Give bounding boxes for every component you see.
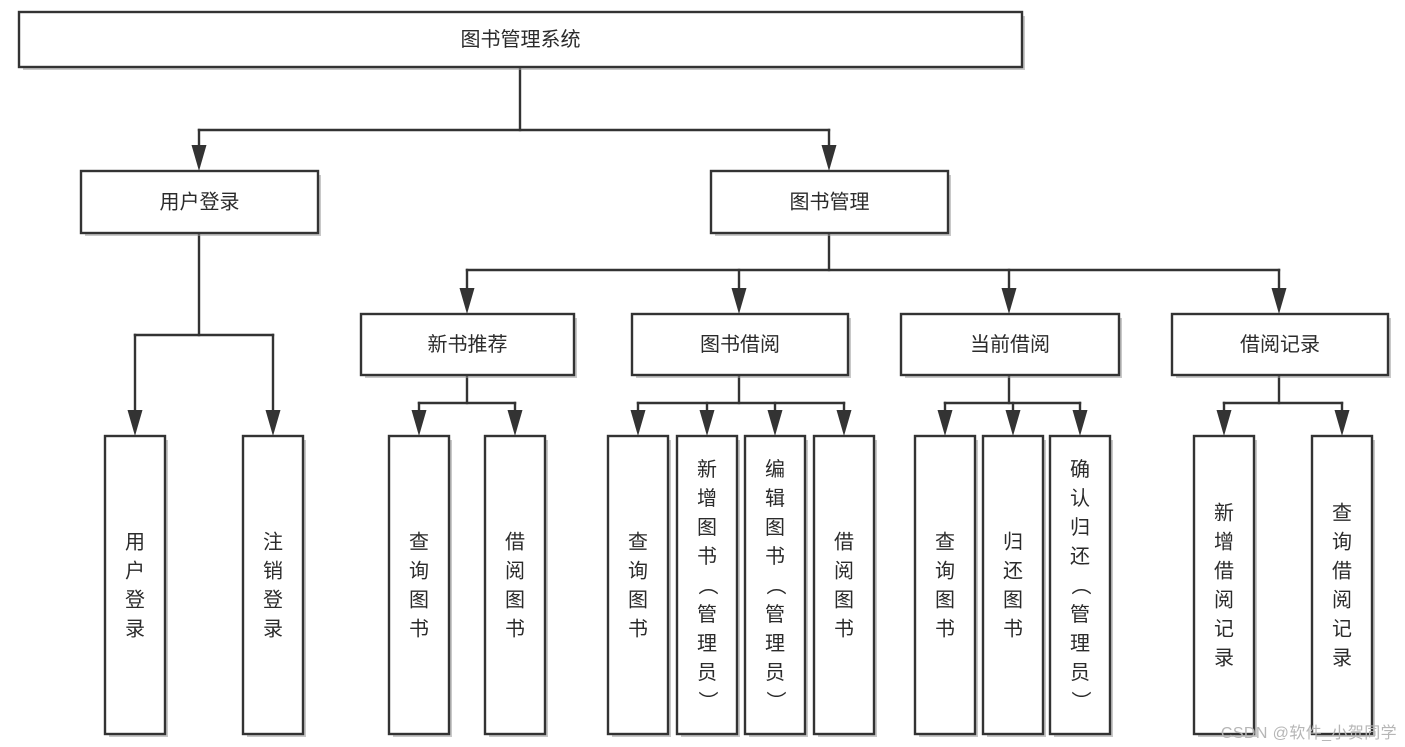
node-box[interactable]: [79, 169, 320, 235]
node-box[interactable]: [606, 434, 670, 736]
node-box[interactable]: [709, 169, 950, 235]
arrow-head-icon: [1271, 288, 1287, 314]
connector-recommend-split: [411, 373, 523, 436]
arrow-head-icon: [630, 410, 646, 436]
node-leaf-return-book[interactable]: 归还图书: [981, 434, 1046, 737]
node-box[interactable]: [359, 312, 576, 377]
nodes-layer: 图书管理系统用户登录图书管理新书推荐图书借阅当前借阅借阅记录用户登录注销登录查询…: [17, 10, 1391, 737]
node-label: 查询图书: [409, 531, 429, 641]
node-new-book-recommend[interactable]: 新书推荐: [359, 312, 577, 378]
connector-current-split: [937, 373, 1088, 436]
node-label: 查询图书: [628, 531, 648, 641]
node-label: 查询借阅记录: [1332, 502, 1352, 670]
node-book-management[interactable]: 图书管理: [709, 169, 951, 236]
node-user-login[interactable]: 用户登录: [79, 169, 321, 236]
node-label: 确认归还（管理员）: [1070, 458, 1091, 713]
connector-userlogin-split: [127, 231, 281, 436]
node-box[interactable]: [1170, 312, 1390, 377]
node-box[interactable]: [913, 434, 977, 736]
arrow-head-icon: [937, 410, 953, 436]
connector-bookmgmt-split: [459, 231, 1287, 314]
node-label: 借阅记录: [1240, 333, 1320, 356]
arrow-head-icon: [1216, 410, 1232, 436]
node-leaf-query-book-recommend[interactable]: 查询图书: [387, 434, 452, 737]
node-box[interactable]: [387, 434, 451, 736]
node-leaf-query-borrow-record[interactable]: 查询借阅记录: [1310, 434, 1375, 737]
node-label: 图书管理系统: [461, 28, 581, 51]
arrow-head-icon: [767, 410, 783, 436]
node-box[interactable]: [1048, 434, 1112, 736]
arrow-head-icon: [127, 410, 143, 436]
node-box[interactable]: [812, 434, 876, 736]
node-leaf-query-book-current[interactable]: 查询图书: [913, 434, 978, 737]
node-label: 用户登录: [160, 190, 240, 213]
node-label: 新增借阅记录: [1214, 502, 1234, 670]
node-label: 新书推荐: [428, 333, 508, 356]
node-leaf-add-book-admin[interactable]: 新增图书（管理员）: [675, 434, 740, 737]
arrow-head-icon: [1334, 410, 1350, 436]
node-book-borrow[interactable]: 图书借阅: [630, 312, 851, 378]
arrow-head-icon: [699, 410, 715, 436]
node-label: 归还图书: [1003, 531, 1023, 641]
arrow-head-icon: [1005, 410, 1021, 436]
node-box[interactable]: [630, 312, 850, 377]
node-box[interactable]: [675, 434, 739, 736]
node-leaf-user-logout[interactable]: 注销登录: [241, 434, 306, 737]
arrow-head-icon: [507, 410, 523, 436]
connector-root-split: [191, 65, 837, 171]
node-current-borrow[interactable]: 当前借阅: [899, 312, 1122, 378]
arrow-head-icon: [731, 288, 747, 314]
node-leaf-confirm-return-admin[interactable]: 确认归还（管理员）: [1048, 434, 1113, 737]
arrow-head-icon: [265, 410, 281, 436]
node-box[interactable]: [981, 434, 1045, 736]
arrow-head-icon: [836, 410, 852, 436]
node-box[interactable]: [743, 434, 807, 736]
node-label: 编辑图书（管理员）: [765, 458, 786, 713]
node-leaf-query-book-borrow[interactable]: 查询图书: [606, 434, 671, 737]
node-box[interactable]: [241, 434, 305, 736]
node-label: 用户登录: [125, 532, 145, 641]
node-root[interactable]: 图书管理系统: [17, 10, 1025, 70]
connector-record-split: [1216, 373, 1350, 436]
node-leaf-edit-book-admin[interactable]: 编辑图书（管理员）: [743, 434, 808, 737]
node-box[interactable]: [1192, 434, 1256, 736]
node-leaf-user-login[interactable]: 用户登录: [103, 434, 168, 737]
connector-borrow-split: [630, 373, 852, 436]
node-leaf-add-borrow-record[interactable]: 新增借阅记录: [1192, 434, 1257, 737]
node-borrow-record[interactable]: 借阅记录: [1170, 312, 1391, 378]
arrow-head-icon: [411, 410, 427, 436]
connectors-layer: [127, 65, 1350, 436]
node-box[interactable]: [899, 312, 1121, 377]
node-leaf-borrow-book[interactable]: 借阅图书: [812, 434, 877, 737]
node-label: 查询图书: [935, 531, 955, 641]
node-label: 图书借阅: [700, 333, 780, 356]
node-box[interactable]: [17, 10, 1024, 69]
arrow-head-icon: [821, 145, 837, 171]
node-label: 注销登录: [263, 531, 283, 641]
arrow-head-icon: [1001, 288, 1017, 314]
arrow-head-icon: [459, 288, 475, 314]
node-label: 借阅图书: [834, 531, 854, 641]
arrow-head-icon: [1072, 410, 1088, 436]
node-box[interactable]: [103, 434, 167, 736]
node-label: 借阅图书: [505, 531, 525, 641]
node-label: 当前借阅: [970, 333, 1050, 356]
watermark-label: CSDN @软件_小贺同学: [1220, 725, 1397, 742]
node-box[interactable]: [1310, 434, 1374, 736]
node-leaf-borrow-book-recommend[interactable]: 借阅图书: [483, 434, 548, 737]
node-box[interactable]: [483, 434, 547, 736]
node-label: 新增图书（管理员）: [697, 458, 718, 713]
arrow-head-icon: [191, 145, 207, 171]
node-label: 图书管理: [790, 190, 870, 213]
